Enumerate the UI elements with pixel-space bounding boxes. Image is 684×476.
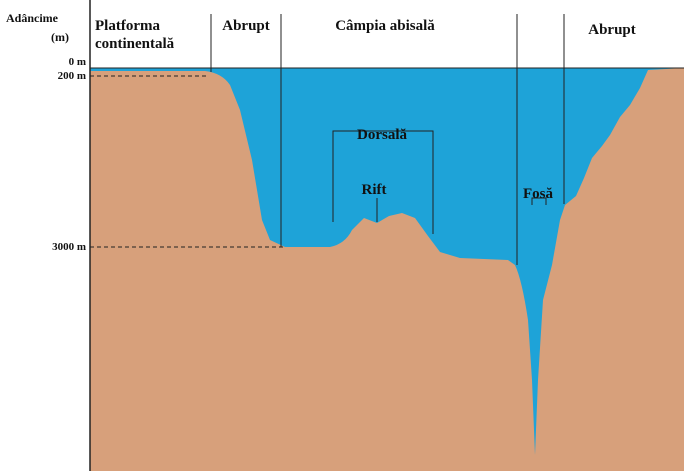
zone-label-slope-right: Abrupt (588, 22, 636, 38)
feature-label-ridge: Dorsală (357, 127, 407, 143)
depth-label-200: 200 m (58, 70, 86, 82)
zone-label-abyssal-plain: Câmpia abisală (335, 18, 435, 34)
zone-label-shelf-line2: continentală (95, 36, 175, 52)
depth-label-3000: 3000 m (52, 241, 86, 253)
axis-title-line1: Adâncime (6, 11, 59, 25)
feature-label-rift: Rift (362, 182, 387, 198)
zone-header-band (90, 0, 684, 68)
ridge-bracket (332, 130, 434, 234)
seabed-profile (90, 68, 684, 471)
zone-label-slope-left: Abrupt (222, 18, 270, 34)
axis-title-line2: (m) (51, 30, 69, 44)
zone-label-shelf-line1: Platforma (95, 18, 160, 34)
trench-bracket (531, 197, 547, 205)
feature-label-trench: Fosă (523, 186, 554, 202)
depth-label-0: 0 m (69, 56, 86, 68)
